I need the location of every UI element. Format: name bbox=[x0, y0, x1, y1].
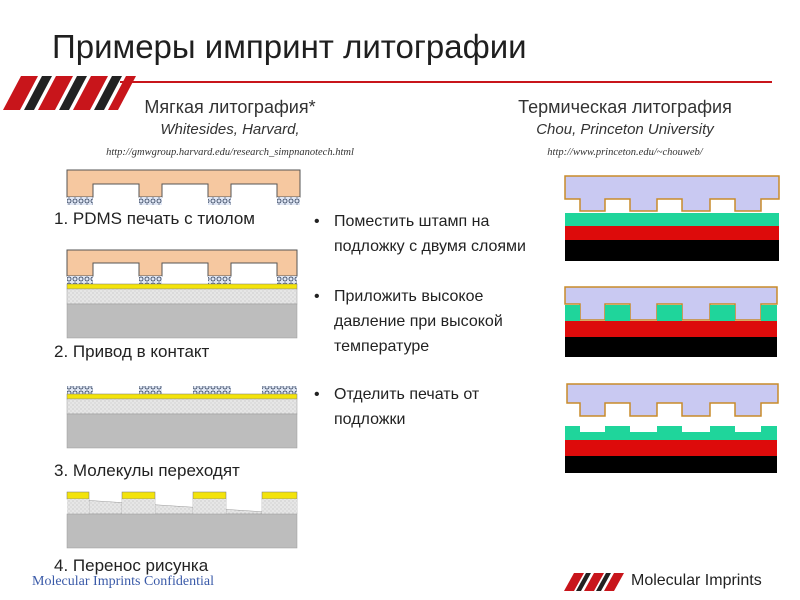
step-label: 4. Перенос рисунка bbox=[54, 556, 209, 575]
header-stripe-decoration bbox=[3, 76, 772, 110]
bullet-dot-icon: • bbox=[314, 288, 320, 305]
step-label: 1. PDMS печать с тиолом bbox=[54, 209, 255, 228]
thiol-ink bbox=[139, 197, 162, 205]
confidential-footer: Molecular Imprints Confidential bbox=[32, 574, 214, 589]
soft-lithography-authors: Whitesides, Harvard, bbox=[160, 121, 300, 138]
logo-text: Molecular Imprints bbox=[631, 572, 762, 589]
step4-pattern-transfer bbox=[66, 491, 298, 549]
bullet-dot-icon: • bbox=[314, 386, 320, 403]
thermal-lithography-authors: Chou, Princeton University bbox=[536, 121, 714, 138]
molecular-imprints-logo-icon bbox=[564, 573, 624, 591]
page-title: Примеры импринт литографии bbox=[52, 28, 527, 65]
thiol-ink bbox=[208, 197, 231, 205]
stripe-group bbox=[3, 76, 136, 110]
step1-pdms-stamp bbox=[66, 169, 301, 205]
thermal-step2-press bbox=[564, 286, 778, 357]
thermal-step1-place bbox=[564, 175, 780, 261]
step-label: 3. Молекулы переходят bbox=[54, 461, 240, 480]
step3-transfer bbox=[66, 386, 298, 449]
thiol-ink bbox=[67, 197, 93, 205]
thermal-lithography-url[interactable]: http://www.princeton.edu/~chouweb/ bbox=[547, 147, 703, 158]
step-label: 2. Привод в контакт bbox=[54, 342, 210, 361]
soft-lithography-url[interactable]: http://gmwgroup.harvard.edu/research_sim… bbox=[106, 147, 354, 158]
soft-lithography-heading: Мягкая литография* bbox=[144, 97, 316, 117]
thermal-step3-separate bbox=[565, 383, 779, 473]
step2-contact bbox=[66, 249, 298, 339]
bullet-dot-icon: • bbox=[314, 213, 320, 230]
thiol-ink bbox=[277, 197, 300, 205]
thermal-lithography-heading: Термическая литография bbox=[518, 97, 732, 117]
